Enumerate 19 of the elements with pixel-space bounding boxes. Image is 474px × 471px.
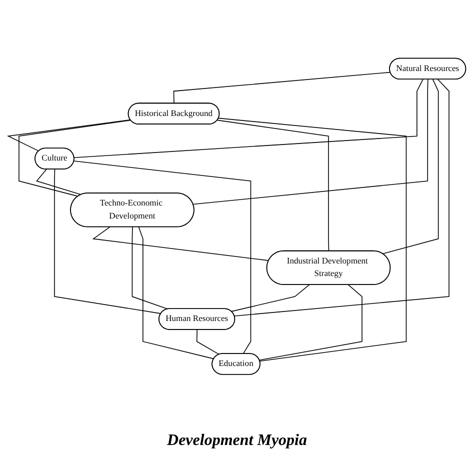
connector <box>216 120 330 252</box>
connector <box>231 284 310 312</box>
connector <box>18 120 132 197</box>
connector <box>234 79 450 317</box>
connector <box>132 226 168 310</box>
connector <box>173 72 391 104</box>
connector <box>74 79 424 158</box>
connector <box>259 284 362 361</box>
connector <box>92 226 270 262</box>
connector <box>54 169 162 314</box>
connector <box>218 118 407 362</box>
connector <box>192 79 428 205</box>
connector <box>74 160 252 354</box>
diagram-label: Development Myopia <box>167 432 307 449</box>
connector <box>36 169 82 196</box>
connector <box>6 120 131 152</box>
connector <box>382 79 439 254</box>
connector <box>138 226 214 360</box>
connector <box>196 330 220 355</box>
